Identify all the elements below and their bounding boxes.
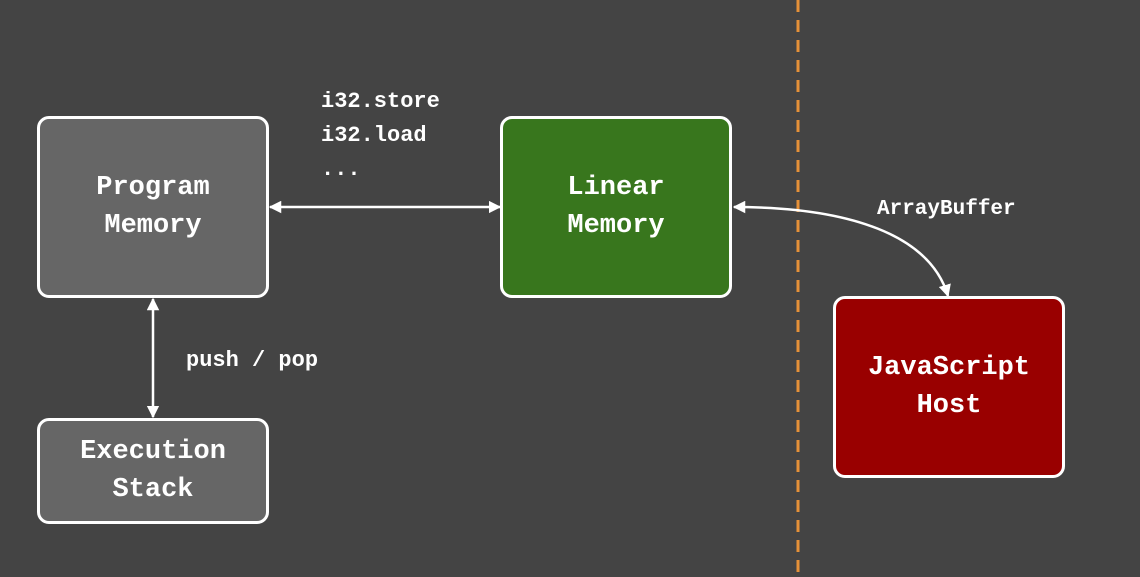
execution-stack-box: Execution Stack	[37, 418, 269, 524]
execution-stack-label: Execution Stack	[80, 437, 226, 505]
memory-op-ellipsis: ...	[321, 157, 361, 182]
program-memory-label: Program Memory	[96, 173, 210, 241]
memory-op-store: i32.store	[321, 89, 440, 114]
memory-op-load: i32.load	[321, 123, 427, 148]
arrow-linear-host	[732, 200, 951, 298]
linear-memory-box: Linear Memory	[500, 116, 732, 298]
program-memory-box: Program Memory	[37, 116, 269, 298]
linear-memory-label: Linear Memory	[567, 173, 665, 241]
stack-ops-label: push / pop	[186, 348, 319, 373]
host-link-label: ArrayBuffer	[877, 198, 1016, 221]
javascript-host-label: JavaScript Host	[867, 353, 1031, 421]
javascript-host-box: JavaScript Host	[833, 296, 1065, 478]
